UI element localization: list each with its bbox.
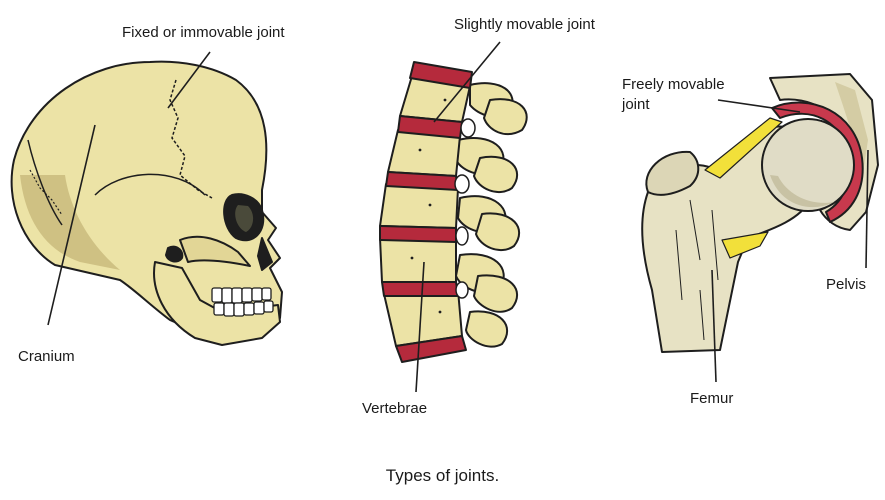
slightly-movable-label: Slightly movable joint [454, 16, 595, 34]
fixed-joint-label: Fixed or immovable joint [122, 24, 285, 42]
teeth [212, 288, 273, 316]
freely-movable-label-line1: Freely movable [622, 76, 725, 94]
skull-illustration [12, 52, 282, 345]
vertebral-bodies [380, 76, 470, 346]
femur-label: Femur [690, 390, 733, 408]
pelvis-label: Pelvis [826, 276, 866, 294]
vertebrae-label: Vertebrae [362, 400, 427, 418]
freely-movable-label-line2: joint [622, 96, 650, 114]
cranium-label: Cranium [18, 348, 75, 366]
femoral-head [762, 119, 854, 211]
hip-joint-illustration [642, 74, 878, 382]
spine-illustration [380, 42, 527, 392]
figure-caption: Types of joints. [0, 466, 885, 486]
ear-hole [166, 247, 182, 262]
